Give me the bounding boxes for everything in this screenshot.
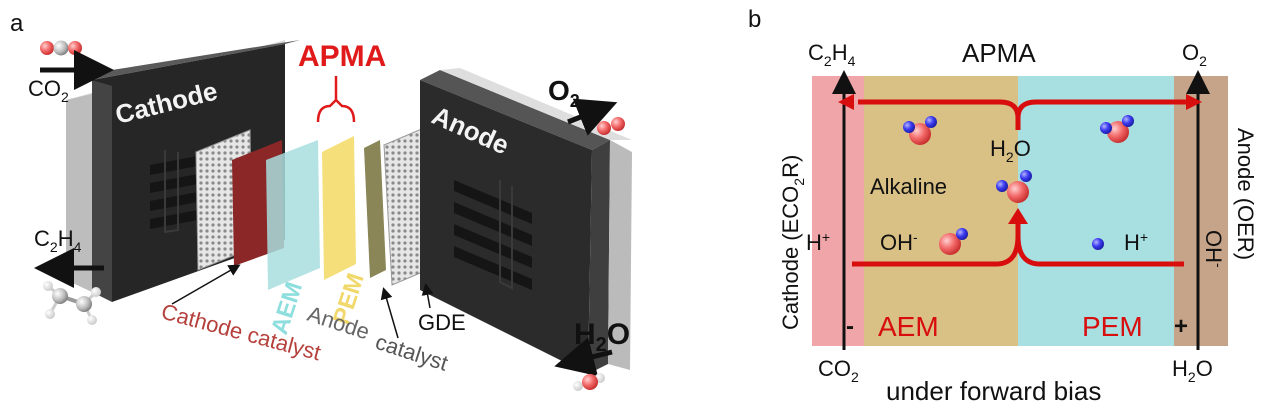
apma-label-a: APMA bbox=[298, 40, 386, 73]
co2-label-b: CO2 bbox=[818, 356, 859, 385]
proton-icon bbox=[1092, 238, 1104, 250]
h-plus-right: H+ bbox=[1124, 229, 1148, 255]
hydroxide-ion bbox=[939, 228, 968, 255]
o2-out-arrow bbox=[567, 98, 618, 136]
water-molecule-3 bbox=[996, 170, 1032, 203]
water-molecule-1 bbox=[903, 116, 937, 145]
anode-catalyst-label-line2: catalyst bbox=[372, 329, 451, 376]
aem-membrane bbox=[266, 140, 320, 290]
o2-label-b: O2 bbox=[1182, 40, 1207, 69]
apma-label-b: APMA bbox=[962, 38, 1036, 68]
anode-catalyst-pointer bbox=[380, 287, 399, 339]
anode-region bbox=[1174, 76, 1228, 346]
h2o-in-arrow bbox=[554, 337, 613, 377]
pem-region bbox=[1018, 76, 1174, 346]
co2-label-a: CO2 bbox=[28, 76, 69, 105]
right-arrowhead bbox=[1186, 94, 1202, 110]
left-arrowhead bbox=[838, 94, 854, 110]
h2o-molecule-icon bbox=[573, 373, 605, 391]
apma-brace bbox=[316, 76, 356, 123]
h-plus-left: H+ bbox=[806, 229, 830, 255]
panel-b-letter: b bbox=[748, 6, 761, 33]
h2o-label-b: H2O bbox=[1172, 356, 1213, 385]
c2h4-label-b: C2H4 bbox=[808, 40, 856, 69]
up-arrowhead bbox=[1008, 208, 1028, 224]
panel-a: a Cathode bbox=[10, 10, 632, 391]
c2h4-molecule-icon bbox=[43, 281, 101, 325]
co2-molecule-icon bbox=[40, 40, 82, 56]
cathode-region bbox=[812, 76, 864, 346]
cathode-catalyst-pointer bbox=[171, 264, 241, 305]
plus-terminal: + bbox=[1174, 313, 1188, 340]
oh-minus-right-label: OH- bbox=[1201, 230, 1227, 268]
h2o-center-label: H2O bbox=[990, 136, 1031, 165]
panel-b: b bbox=[748, 6, 1258, 406]
aem-label-b: AEM bbox=[878, 311, 939, 342]
cathode-side-label: Cathode (ECO2R) bbox=[778, 155, 807, 330]
anode-catalyst-layer bbox=[364, 140, 386, 278]
ion-flow-arrows bbox=[852, 99, 1190, 267]
alkaline-aem-region bbox=[864, 76, 1018, 346]
water-molecule-2 bbox=[1100, 115, 1134, 143]
forward-bias-label: under forward bias bbox=[886, 376, 1101, 406]
panel-a-letter: a bbox=[10, 10, 24, 37]
anode-side-label: Anode (OER) bbox=[1233, 128, 1258, 260]
oh-minus-label: OH- bbox=[880, 229, 918, 255]
pem-membrane bbox=[322, 136, 356, 280]
gde-label: GDE bbox=[418, 310, 466, 335]
o2-molecule-icon bbox=[597, 117, 625, 135]
o2-label-a: O2 bbox=[548, 75, 580, 111]
pem-label-b: PEM bbox=[1082, 311, 1143, 342]
gde-pointer bbox=[421, 283, 434, 309]
minus-terminal: - bbox=[846, 313, 854, 340]
c2h4-label-a: C2H4 bbox=[34, 226, 82, 255]
alkaline-label: Alkaline bbox=[870, 174, 947, 199]
